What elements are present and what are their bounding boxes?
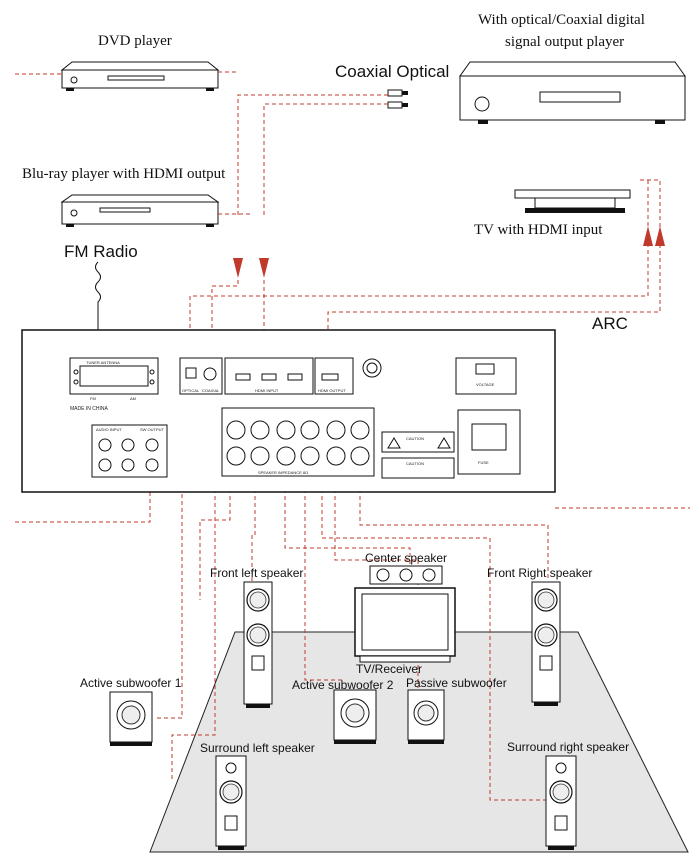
center-speaker-device: [369, 565, 443, 585]
fm-radio-label: FM Radio: [64, 242, 138, 261]
passive-sub-label: Passive subwoofer: [406, 676, 507, 690]
passive-subwoofer-device: [407, 689, 445, 744]
tv-device: [514, 189, 631, 213]
active-sub2-label: Active subwoofer 2: [292, 678, 394, 692]
caution-label-2: CAUTION: [406, 461, 424, 466]
dvd-player-label: DVD player: [98, 33, 172, 49]
surround-right-cable: [321, 475, 548, 801]
optical-cable: [263, 103, 388, 215]
am-terminal-label: AM: [130, 396, 136, 401]
center-speaker-label: Center speaker: [365, 551, 448, 565]
sub2-cable: [304, 475, 342, 681]
right-front-cable: [359, 475, 549, 580]
arc-label: ARC: [592, 314, 628, 333]
surround-right-speaker-device: [545, 755, 577, 850]
digital-player-device: [459, 61, 686, 124]
digital-player-label-1: With optical/Coaxial digital: [478, 12, 645, 28]
front-right-speaker-device: [531, 581, 561, 706]
tuner-label: TUNER ANTENNA: [86, 360, 120, 365]
digital-player-label-2: signal output player: [505, 34, 625, 50]
sw-out-cable: [155, 454, 183, 719]
front-right-label: Front Right speaker: [487, 566, 593, 580]
coax-optical-label: Coaxial Optical: [335, 62, 450, 81]
bluray-label: Blu-ray player with HDMI output: [22, 166, 226, 182]
surround-left-label: Surround left speaker: [200, 741, 315, 755]
surround-right-label: Surround right speaker: [507, 740, 630, 754]
fuse-label: FUSE: [478, 460, 489, 465]
front-left-label: Front left speaker: [210, 566, 304, 580]
hdmi-input-label: HDMI INPUT: [255, 388, 279, 393]
coax-cable: [237, 94, 388, 215]
fl-cable: [251, 475, 256, 590]
hdmi-in-cable-a: [211, 280, 239, 360]
optical-port-label: OPTICAL: [182, 388, 200, 393]
coaxial-port-label: COAXIAL: [202, 388, 220, 393]
hdmi-output-label: HDMI OUTPUT: [318, 388, 346, 393]
dvd-player-device: [60, 61, 220, 91]
down-arrow-1: [233, 258, 243, 278]
coax-optical-plugs: [387, 89, 408, 109]
sw-output-label: SW OUTPUT: [140, 427, 164, 432]
front-left-speaker-device: [243, 581, 273, 708]
tv-label: TV with HDMI input: [474, 222, 603, 238]
active-subwoofer-1-device: [109, 691, 153, 746]
active-sub1-label: Active subwoofer 1: [80, 676, 182, 690]
center-cable: [284, 475, 411, 565]
tv-arc-cable: [327, 179, 661, 360]
speaker-impedance-label: SPEAKER IMPEDANCE 8Ω: [258, 470, 309, 475]
audio-input-label: AUDIO INPUT: [96, 427, 122, 432]
tv-receiver-label: TV/Receiver: [356, 662, 423, 676]
up-arrow-2: [655, 226, 665, 246]
active-subwoofer-2-device: [333, 689, 377, 744]
bluray-player-device: [60, 194, 220, 227]
made-in-label: MADE IN CHINA: [70, 406, 108, 412]
down-arrow-2: [259, 258, 269, 278]
caution-label-1: CAUTION: [406, 436, 424, 441]
receiver-rear-panel: [21, 329, 556, 493]
surround-left-speaker-device: [215, 755, 247, 850]
fm-terminal-label: FM: [90, 396, 96, 401]
voltage-label: VOLTAGE: [476, 382, 495, 387]
surround-left-cable: [171, 475, 216, 780]
fm-antenna-wire: [95, 261, 101, 355]
up-arrow-1: [643, 226, 653, 246]
tv-receiver-screen: [354, 587, 456, 663]
